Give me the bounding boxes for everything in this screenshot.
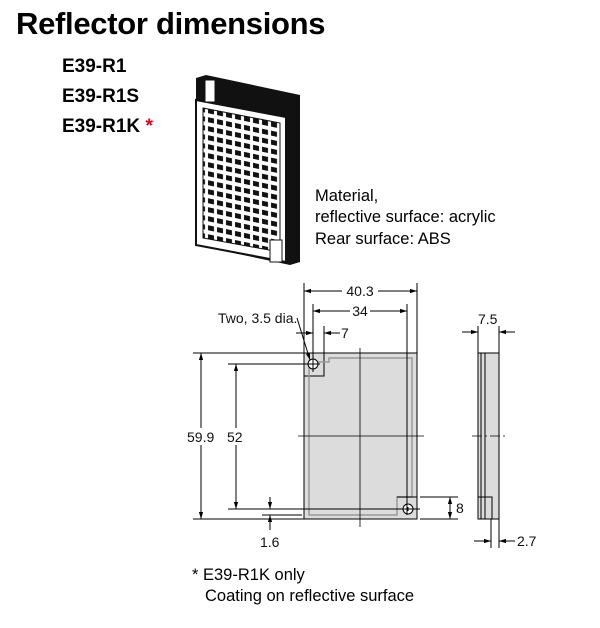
dim-thickness: 7.5: [478, 311, 498, 327]
dim-height-overall: 59.9: [187, 429, 214, 445]
model-label: E39-R1K: [62, 116, 141, 137]
hole-label: Two, 3.5 dia.: [218, 310, 297, 326]
footnote-line-1: * E39-R1K only: [192, 566, 305, 584]
material-line-3: Rear surface: ABS: [315, 230, 451, 248]
material-line-2: reflective surface: acrylic: [315, 208, 496, 226]
dim-width-overall: 40.3: [346, 283, 373, 299]
dim-rear-thickness: 2.7: [517, 533, 537, 549]
model-e39-r1k: E39-R1K *: [62, 116, 153, 138]
dim-notch-height: 8: [456, 500, 464, 516]
footnote-marker: *: [145, 116, 153, 137]
model-e39-r1s: E39-R1S: [62, 86, 140, 107]
reflector-product-image: [195, 75, 300, 265]
model-e39-r1: E39-R1: [62, 56, 127, 77]
front-view: [193, 283, 458, 530]
dim-hole-pitch-x: 34: [352, 303, 368, 319]
page-title: Reflector dimensions: [16, 6, 326, 41]
material-line-1: Material,: [315, 187, 379, 205]
dim-hole-offset: 7: [341, 325, 349, 341]
dim-hole-pitch-y: 52: [227, 429, 243, 445]
side-view: [462, 326, 515, 548]
dim-edge-offset: 1.6: [260, 534, 280, 550]
footnote-line-2: Coating on reflective surface: [205, 587, 415, 605]
